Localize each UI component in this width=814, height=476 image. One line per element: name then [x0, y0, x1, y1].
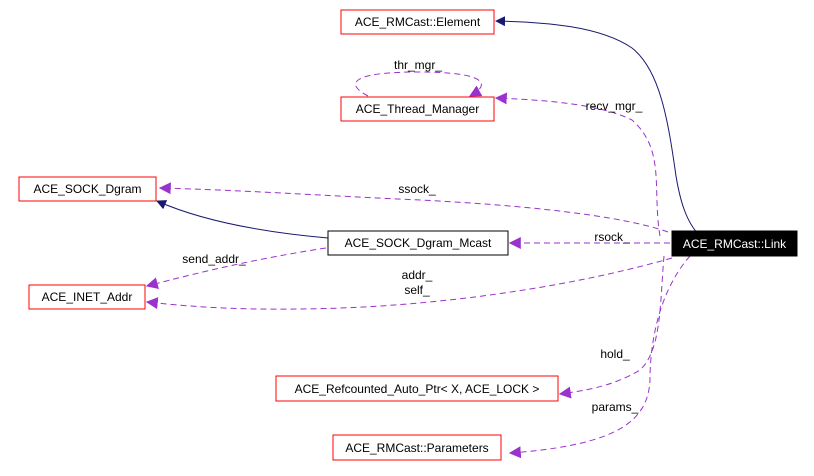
edge-link-to-element: [495, 16, 701, 237]
node-sock-dgram-mcast[interactable]: ACE_SOCK_Dgram_Mcast: [327, 230, 509, 256]
edge-label-send-addr: send_addr_: [182, 252, 246, 266]
node-label-inet-addr: ACE_INET_Addr: [42, 290, 133, 304]
edge-link-to-inet-addr: [145, 257, 673, 310]
edge-link-to-refcounted-auto-ptr: [558, 255, 665, 399]
node-label-sock-dgram: ACE_SOCK_Dgram: [33, 182, 141, 196]
edge-label-recv-mgr: recv_mgr_: [586, 99, 643, 113]
edge-label-self: self_: [404, 283, 430, 297]
node-label-thread-manager: ACE_Thread_Manager: [356, 102, 479, 116]
node-label-refcounted-auto-ptr: ACE_Refcounted_Auto_Ptr< X, ACE_LOCK >: [295, 382, 540, 396]
edge-link-to-sock-dgram: [158, 182, 669, 233]
node-label-link: ACE_RMCast::Link: [683, 237, 787, 251]
node-thread-manager[interactable]: ACE_Thread_Manager: [340, 96, 495, 122]
edge-link-to-parameters: [508, 255, 691, 459]
edge-label-thr-mgr: thr_mgr_: [394, 58, 442, 72]
node-link[interactable]: ACE_RMCast::Link: [671, 230, 798, 257]
node-label-parameters: ACE_RMCast::Parameters: [345, 441, 488, 455]
node-inet-addr[interactable]: ACE_INET_Addr: [28, 284, 146, 310]
node-parameters[interactable]: ACE_RMCast::Parameters: [332, 434, 502, 461]
edge-thr-mgr-self-loop: [355, 71, 483, 97]
node-label-sock-dgram-mcast: ACE_SOCK_Dgram_Mcast: [345, 236, 492, 250]
inheritance-edges: [156, 16, 701, 239]
edge-link-to-thread-manager: [494, 92, 661, 237]
edge-mcast-to-sock-dgram: [156, 200, 329, 239]
edge-label-ssock: ssock_: [398, 182, 436, 196]
edge-label-hold: hold_: [600, 347, 630, 361]
node-label-element: ACE_RMCast::Element: [355, 15, 481, 29]
edge-mcast-to-inet-addr: [145, 247, 327, 290]
node-refcounted-auto-ptr[interactable]: ACE_Refcounted_Auto_Ptr< X, ACE_LOCK >: [275, 375, 559, 402]
edge-label-addr: addr_: [402, 268, 433, 282]
edge-label-rsock: rsock_: [594, 230, 630, 244]
usage-edges: [145, 71, 691, 459]
node-element[interactable]: ACE_RMCast::Element: [340, 9, 495, 35]
edge-labels: thr_mgr_ recv_mgr_ ssock_ rsock_ send_ad…: [182, 58, 642, 414]
edge-label-params: params_: [592, 400, 639, 414]
node-sock-dgram[interactable]: ACE_SOCK_Dgram: [18, 176, 157, 202]
